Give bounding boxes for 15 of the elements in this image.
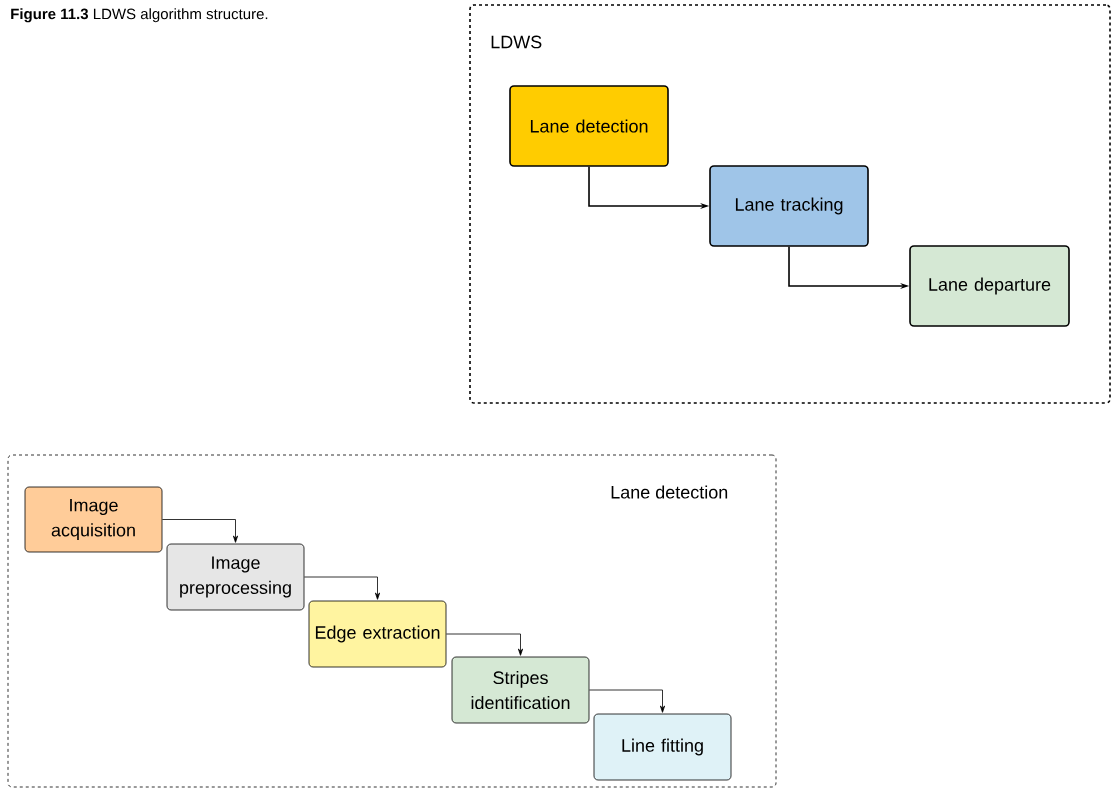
group-label: LDWS xyxy=(491,35,542,49)
process-box: Lane departure xyxy=(909,245,1070,327)
group-label: Lane detection xyxy=(611,485,728,499)
process-box: Lane detection xyxy=(509,85,669,167)
process-box: Edge extraction xyxy=(308,600,447,668)
process-box: Image acquisition xyxy=(24,486,163,553)
arrow xyxy=(162,519,239,543)
arrow xyxy=(589,689,666,713)
process-box: Lane tracking xyxy=(709,165,869,247)
arrow xyxy=(304,576,381,600)
process-box: Stripes identification xyxy=(451,656,590,724)
process-box: Line fitting xyxy=(593,713,732,781)
process-box: Image preprocessing xyxy=(166,543,305,611)
figure-caption: Figure 11.3 LDWS algorithm structure. xyxy=(11,8,268,23)
arrow xyxy=(446,633,524,656)
